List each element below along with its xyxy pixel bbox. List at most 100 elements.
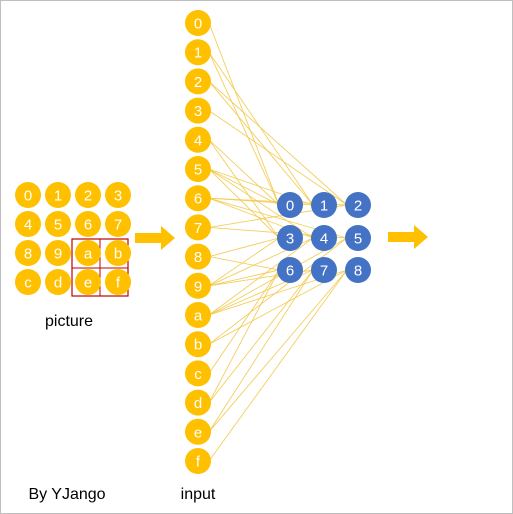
picture-pixel-label: 6 — [84, 217, 92, 234]
input-node: 4 — [185, 126, 211, 153]
picture-pixel-circle — [45, 211, 71, 237]
input-node: 2 — [185, 68, 211, 95]
picture-pixel-label: 1 — [54, 188, 62, 205]
hidden-neuron-label: 2 — [354, 198, 362, 215]
input-node: d — [185, 389, 211, 416]
picture-pixel: 7 — [105, 211, 131, 237]
input-node-circle — [185, 331, 211, 358]
hidden-neuron: 6 — [277, 257, 303, 283]
picture-pixel-circle — [45, 182, 71, 208]
flow-arrows — [135, 225, 428, 250]
input-node-circle — [185, 126, 211, 153]
input-node-label: 9 — [194, 278, 202, 295]
hidden-neuron-circle — [311, 192, 337, 218]
input-node-label: 3 — [194, 103, 202, 120]
input-node-label: 5 — [194, 162, 202, 179]
hidden-neuron-circle — [345, 257, 371, 283]
connection-line — [208, 139, 280, 206]
connection-line — [208, 269, 314, 433]
connection-line — [208, 269, 314, 403]
picture-pixel-label: f — [116, 275, 121, 292]
hidden-neuron: 2 — [345, 192, 371, 218]
hidden-neuron-circle — [311, 257, 337, 283]
picture-pixel: 6 — [75, 211, 101, 237]
picture-pixel: 0 — [15, 182, 41, 208]
connection-line — [208, 52, 280, 206]
picture-pixel: 8 — [15, 240, 41, 266]
connection-line — [208, 237, 280, 287]
input-node-circle — [185, 360, 211, 387]
input-node: c — [185, 360, 211, 387]
input-node-circle — [185, 389, 211, 416]
picture-pixel-circle — [105, 240, 131, 266]
hidden-neuron-label: 5 — [354, 231, 362, 248]
picture-pixel-circle — [45, 240, 71, 266]
input-node-label: d — [194, 395, 202, 412]
picture-pixel: 3 — [105, 182, 131, 208]
picture-pixel-label: d — [54, 275, 62, 292]
input-node: 0 — [185, 10, 211, 36]
hidden-neuron-label: 7 — [320, 263, 328, 280]
hidden-neuron-label: 6 — [286, 263, 294, 280]
hidden-neuron: 8 — [345, 257, 371, 283]
input-node: 1 — [185, 39, 211, 66]
picture-pixel-label: 8 — [24, 246, 32, 263]
hidden-neuron-circle — [277, 192, 303, 218]
connection-line — [208, 51, 314, 206]
picture-pixel: 1 — [45, 182, 71, 208]
input-node: a — [185, 302, 211, 328]
input-node-circle — [185, 156, 211, 182]
picture-pixel-circle — [15, 211, 41, 237]
input-node-circle — [185, 418, 211, 445]
input-node-label: 4 — [194, 132, 202, 149]
hidden-neuron: 3 — [277, 225, 303, 251]
hidden-neuron-label: 3 — [286, 231, 294, 248]
connection-line — [208, 139, 280, 239]
hidden-neuron: 1 — [311, 192, 337, 218]
input-node: 9 — [185, 272, 211, 299]
input-node-label: e — [194, 424, 202, 441]
connection-line — [208, 81, 348, 206]
credit-text: By YJango — [28, 486, 105, 503]
input-node: b — [185, 331, 211, 358]
input-node-circle — [185, 448, 211, 474]
input-node-label: 7 — [194, 220, 202, 237]
input-node-label: b — [194, 337, 202, 354]
picture-pixel-label: 9 — [54, 246, 62, 263]
connection-line — [208, 237, 348, 345]
right-arrow-icon — [135, 226, 175, 250]
input-node: 5 — [185, 156, 211, 182]
input-node-label: 0 — [194, 16, 202, 33]
input-node-circle — [185, 39, 211, 66]
picture-pixel-label: b — [114, 246, 122, 263]
picture-pixel: 2 — [75, 182, 101, 208]
connection-line — [208, 22, 280, 206]
picture-pixel: 9 — [45, 240, 71, 266]
picture-pixel-circle — [75, 182, 101, 208]
hidden-neuron-label: 1 — [320, 198, 328, 215]
picture-caption: picture — [45, 313, 93, 330]
picture-pixel-label: a — [84, 246, 93, 263]
input-node-circle — [185, 302, 211, 328]
picture-pixel-circle — [45, 269, 71, 295]
picture-pixel-label: 5 — [54, 217, 62, 234]
connection-line — [208, 110, 348, 206]
picture-pixel: c — [15, 269, 41, 295]
connection-line — [208, 256, 280, 271]
input-node: 7 — [185, 214, 211, 241]
connection-line — [208, 269, 280, 403]
picture-pixel-circle — [15, 240, 41, 266]
connection-line — [208, 269, 280, 287]
hidden-neuron: 4 — [311, 225, 337, 251]
picture-pixel-circle — [15, 182, 41, 208]
picture-pixel: e — [75, 269, 101, 295]
picture-pixel-circle — [105, 269, 131, 295]
input-caption: input — [181, 486, 216, 503]
input-node-circle — [185, 272, 211, 299]
picture-pixel-circle — [105, 182, 131, 208]
picture-pixel-circle — [75, 269, 101, 295]
hidden-neuron-label: 0 — [286, 198, 294, 215]
